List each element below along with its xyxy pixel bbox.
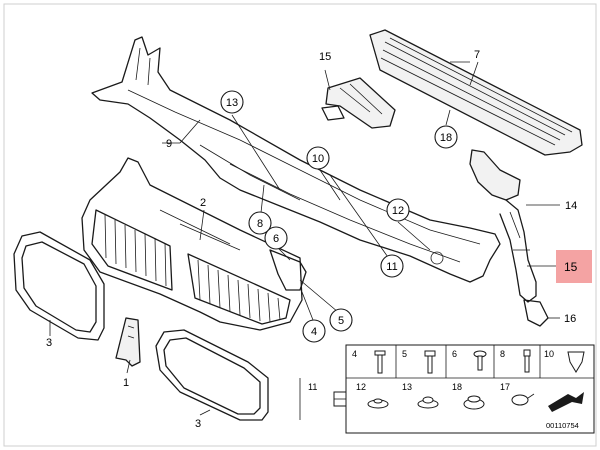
legend-6: 6 [452, 349, 457, 359]
expanding-clip-icon [567, 351, 585, 373]
label-3-left: 3 [46, 337, 52, 349]
callout-10: 10 [306, 146, 330, 170]
emblem-bracket-part [115, 317, 141, 367]
legend-8: 8 [500, 349, 505, 359]
legend-11: 11 [308, 382, 317, 392]
frame-border [3, 3, 597, 447]
rivet-icon [473, 350, 487, 371]
hose-clamp-icon [511, 393, 535, 406]
hardware-legend: 4 5 6 8 10 11 12 13 18 17 [299, 344, 595, 434]
leader-lines [49, 61, 560, 416]
bolt-icon [424, 350, 436, 374]
svg-text:12: 12 [392, 205, 404, 217]
label-15-highlighted: 15 [564, 260, 578, 274]
legend-17: 17 [500, 382, 510, 392]
label-14: 14 [565, 200, 577, 212]
screw-icon [374, 350, 386, 374]
legend-12: 12 [356, 382, 366, 392]
legend-4: 4 [352, 349, 357, 359]
svg-text:11: 11 [386, 261, 397, 273]
kidney-grille-part [81, 157, 307, 331]
callout-5: 5 [329, 308, 353, 332]
label-9: 9 [166, 138, 172, 150]
label-7: 7 [474, 49, 480, 61]
callout-18: 18 [434, 125, 458, 149]
svg-text:10: 10 [312, 153, 324, 165]
label-15-upper: 15 [319, 51, 331, 63]
callout-13: 13 [220, 90, 244, 114]
grommet-icon [367, 398, 389, 409]
callout-12: 12 [386, 198, 410, 222]
plug-icon [463, 395, 485, 410]
push-nut-icon [417, 396, 439, 409]
arrow-icon [548, 392, 584, 412]
top-grille-part [369, 29, 583, 156]
svg-text:13: 13 [226, 97, 238, 109]
svg-text:18: 18 [440, 132, 452, 144]
legend-10: 10 [544, 349, 554, 359]
callout-11: 11 [380, 254, 404, 278]
bracket-upper-part [321, 77, 396, 129]
label-1: 1 [123, 377, 129, 389]
duct-hose-part [469, 149, 549, 327]
legend-18: 18 [452, 382, 462, 392]
callout-4: 4 [302, 319, 326, 343]
legend-5: 5 [402, 349, 407, 359]
pin-icon [523, 349, 531, 373]
callout-6: 6 [264, 226, 288, 250]
cowl-panel-part [91, 36, 501, 283]
label-3-right: 3 [195, 418, 201, 430]
label-2: 2 [200, 197, 206, 209]
clip-icon [333, 391, 347, 407]
legend-13: 13 [402, 382, 412, 392]
svg-text:5: 5 [338, 315, 344, 327]
svg-text:8: 8 [257, 218, 263, 230]
svg-text:4: 4 [311, 326, 317, 338]
callout-8: 8 [248, 211, 272, 235]
svg-text:6: 6 [273, 233, 279, 245]
grille-frame-right-part [155, 329, 269, 421]
grille-frame-left-part [13, 231, 105, 341]
label-16: 16 [564, 313, 576, 325]
label-15-highlight-box [556, 250, 592, 283]
diagram-code: 00110754 [546, 421, 579, 430]
